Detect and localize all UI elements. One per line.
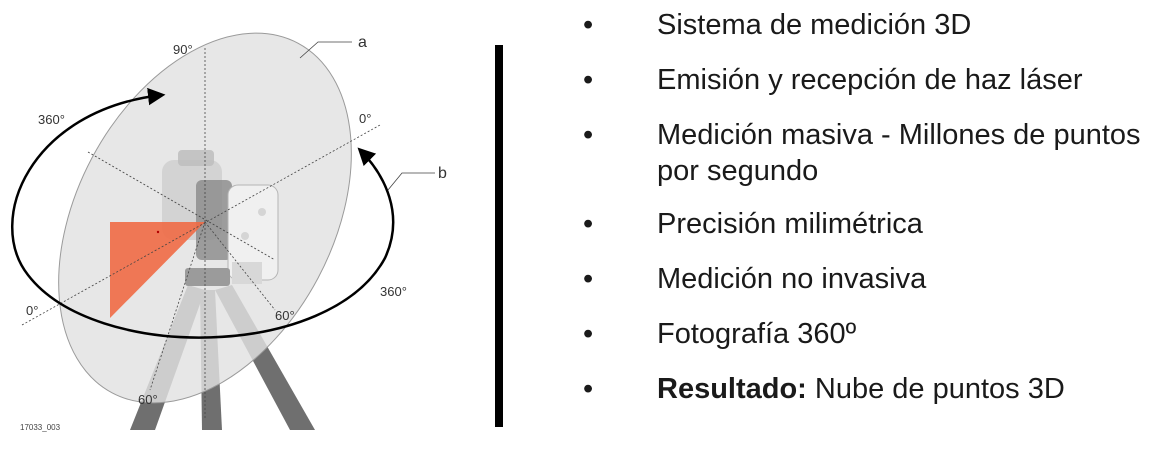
label-b: b [438, 165, 447, 182]
angle-label-0-left: 0° [26, 303, 38, 318]
leader-b [387, 172, 435, 191]
bullet-marker: • [583, 373, 594, 405]
bullet-marker: • [583, 263, 594, 295]
list-item-text: Precisión milimétrica [657, 208, 923, 240]
angle-label-60-right: 60° [275, 308, 295, 323]
list-item-text: Sistema de medición 3D [657, 9, 972, 41]
result-label: Resultado: [657, 373, 807, 405]
list-item-text: Medición no invasiva [657, 263, 927, 295]
angle-label-0-right: 0° [359, 111, 371, 126]
label-a: a [358, 34, 367, 51]
bullet-marker: • [583, 64, 594, 96]
list-item-text: Resultado: Nube de puntos 3D [657, 371, 1157, 407]
feature-list: • Sistema de medición 3D • Emisión y rec… [583, 0, 1163, 456]
scanner-rotation-diagram: a b 90° 360° 0° 0° 360° 60° 60° 17033_00… [11, 32, 447, 432]
bullet-marker: • [583, 208, 594, 240]
angle-label-90: 90° [173, 42, 193, 57]
list-item-text: Medición masiva - Millones de puntos por… [657, 119, 1141, 187]
angle-label-360-left: 360° [38, 112, 65, 127]
list-item-text: Emisión y recepción de haz láser [657, 64, 1083, 96]
list-item-text: Fotografía 360º [657, 318, 857, 350]
figure-code: 17033_003 [20, 423, 61, 432]
bullet-marker: • [583, 9, 594, 41]
leader-a [299, 41, 352, 59]
vertical-divider [495, 45, 503, 427]
bullet-marker: • [583, 119, 594, 151]
horizontal-rotation-arrow [11, 87, 395, 339]
angle-label-60-bottom: 60° [138, 392, 158, 407]
result-value: Nube de puntos 3D [806, 373, 1065, 405]
bullet-marker: • [583, 318, 594, 350]
laser-beam-fan [110, 222, 205, 318]
angle-label-360-right: 360° [380, 284, 407, 299]
